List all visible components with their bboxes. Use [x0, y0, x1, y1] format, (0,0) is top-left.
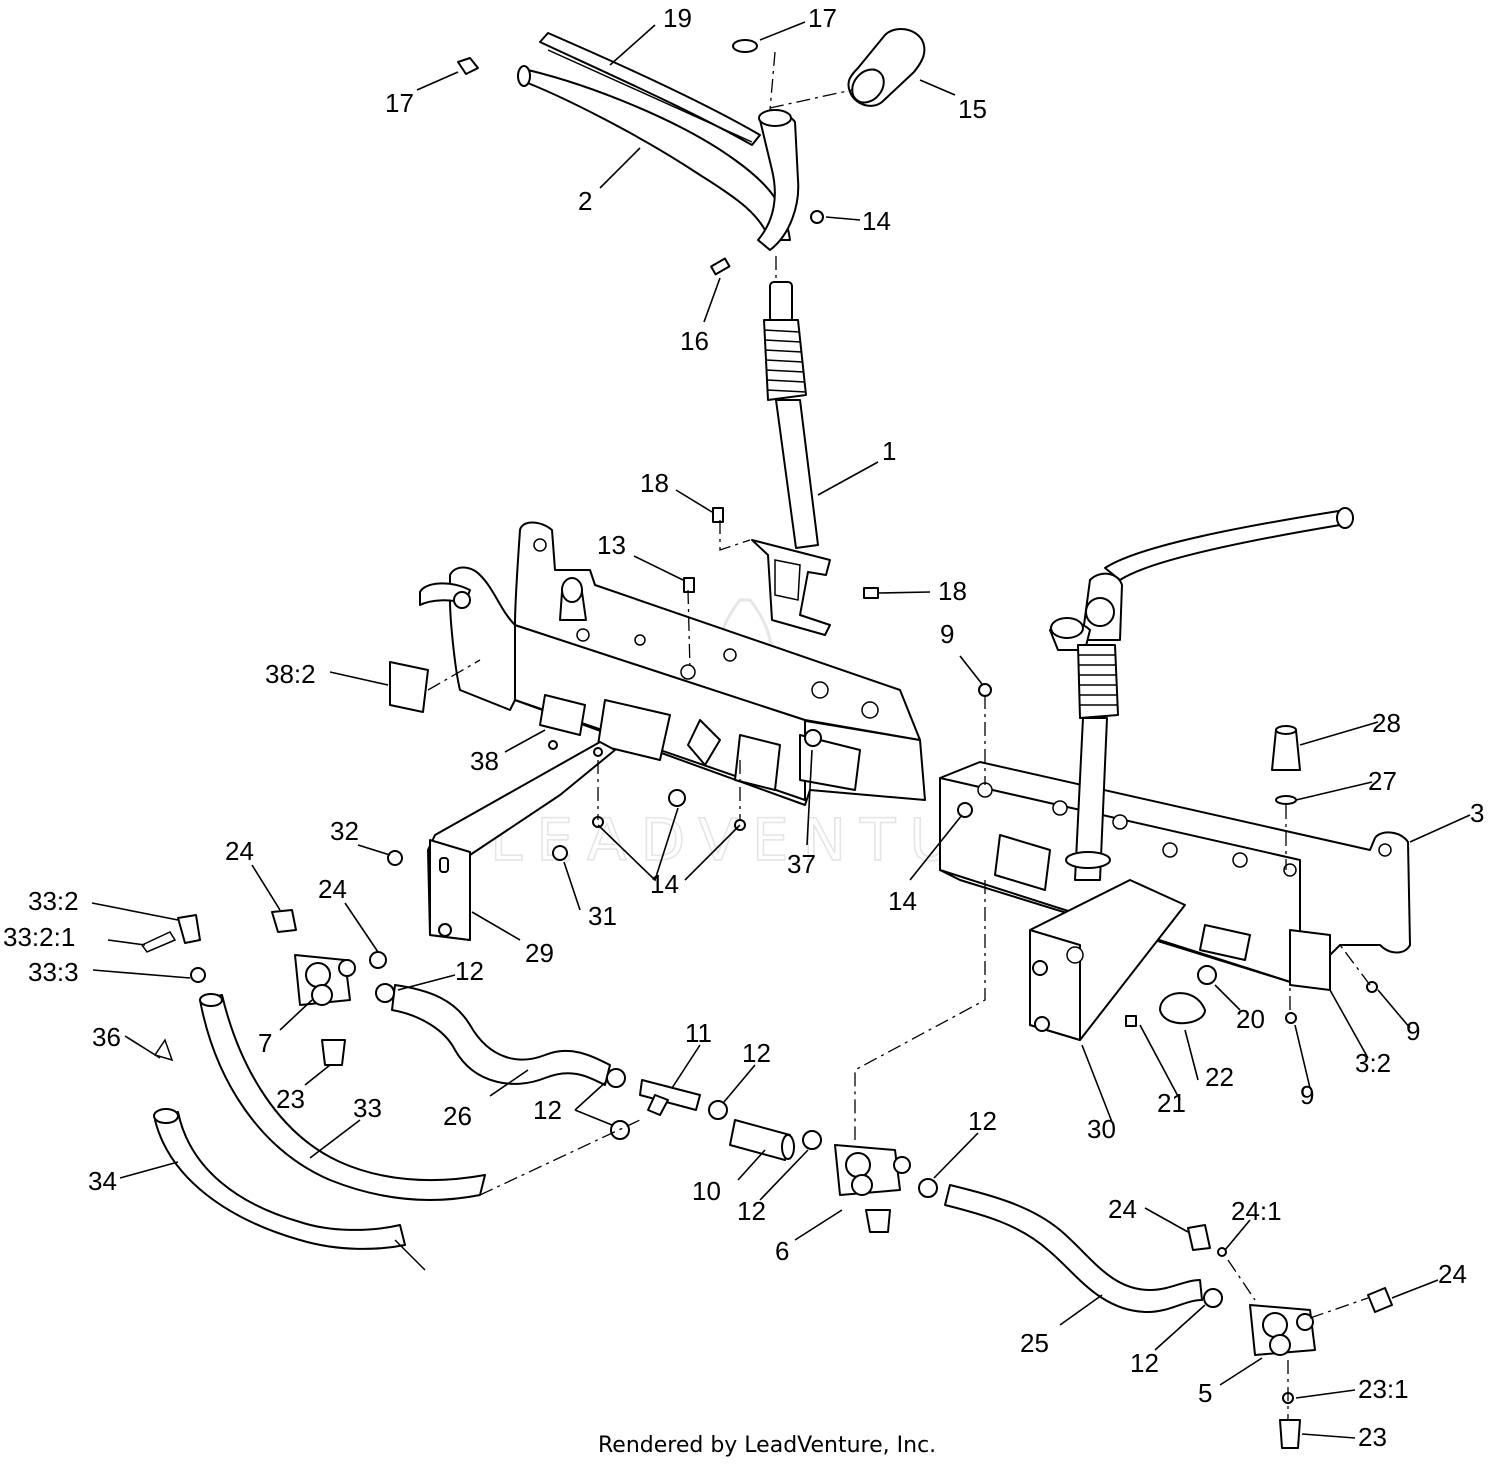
callout-18-right: 18: [938, 576, 967, 606]
callout-10: 10: [692, 1176, 721, 1206]
callout-19: 19: [663, 3, 692, 33]
callout-24-1: 24:1: [1231, 1196, 1282, 1226]
callout-24-a: 24: [225, 836, 254, 866]
callout-24-c: 24: [1108, 1194, 1137, 1224]
leader-lines: [91, 21, 1471, 1439]
callout-37: 37: [787, 849, 816, 879]
callout-25: 25: [1020, 1328, 1049, 1358]
callout-30: 30: [1087, 1114, 1116, 1144]
callout-labels: 19 17 17 15 2 14 16 1 18 13 18 9 38:2 28…: [3, 3, 1484, 1452]
callout-32: 32: [330, 816, 359, 846]
hose-assembly: [140, 909, 1393, 1449]
callout-23-b: 23: [1358, 1422, 1387, 1452]
callout-9-bottom: 9: [1300, 1080, 1314, 1110]
callout-23-a: 23: [276, 1084, 305, 1114]
callout-9-right: 9: [1406, 1016, 1420, 1046]
callout-6: 6: [775, 1236, 789, 1266]
callout-2: 2: [578, 186, 592, 216]
callout-26: 26: [443, 1101, 472, 1131]
left-frame-38: [389, 521, 926, 806]
callout-7: 7: [258, 1028, 272, 1058]
callout-28: 28: [1372, 708, 1401, 738]
callout-33: 33: [353, 1093, 382, 1123]
callout-33-3: 33:3: [28, 957, 79, 987]
assembly-lines: [427, 51, 1371, 1420]
callout-29: 29: [525, 938, 554, 968]
callout-33-2: 33:2: [28, 886, 79, 916]
callout-14-mid: 14: [650, 869, 679, 899]
callout-12-f: 12: [1130, 1348, 1159, 1378]
callout-34: 34: [88, 1166, 117, 1196]
callout-12-c: 12: [533, 1095, 562, 1125]
callout-22: 22: [1205, 1062, 1234, 1092]
callout-38-2: 38:2: [265, 659, 316, 689]
callout-11: 11: [685, 1018, 712, 1048]
callout-9-top: 9: [940, 619, 954, 649]
bracket-29: [427, 740, 616, 941]
callout-38: 38: [470, 746, 499, 776]
right-frame-3: [939, 507, 1411, 1041]
callout-20: 20: [1236, 1004, 1265, 1034]
callout-33-2-1: 33:2:1: [3, 922, 75, 952]
callout-14-top: 14: [862, 206, 891, 236]
callout-24-d: 24: [1438, 1259, 1467, 1289]
callout-12-e: 12: [737, 1196, 766, 1226]
callout-17-top: 17: [808, 3, 837, 33]
callout-12-d: 12: [968, 1106, 997, 1136]
callout-31: 31: [588, 901, 617, 931]
left-control-handle: [457, 28, 926, 636]
callout-21: 21: [1157, 1088, 1186, 1118]
callout-27: 27: [1368, 766, 1397, 796]
callout-1: 1: [882, 436, 896, 466]
callout-18-left: 18: [640, 468, 669, 498]
callout-12-a: 12: [455, 956, 484, 986]
callout-36: 36: [92, 1022, 121, 1052]
callout-3: 3: [1470, 798, 1484, 828]
callout-12-b: 12: [742, 1038, 771, 1068]
callout-13: 13: [597, 530, 626, 560]
callout-16: 16: [680, 326, 709, 356]
callout-24-b: 24: [318, 874, 347, 904]
callout-15: 15: [958, 94, 987, 124]
callout-5: 5: [1198, 1378, 1212, 1408]
callout-3-2: 3:2: [1355, 1048, 1391, 1078]
callout-23-1: 23:1: [1358, 1374, 1409, 1404]
callout-17-left: 17: [385, 88, 414, 118]
footer-credit: Rendered by LeadVenture, Inc.: [598, 1433, 936, 1458]
callout-14-right: 14: [888, 886, 917, 916]
fasteners: [387, 507, 879, 866]
